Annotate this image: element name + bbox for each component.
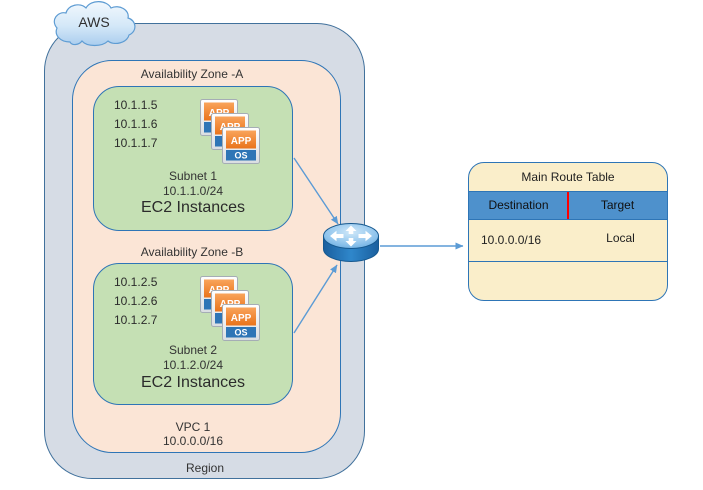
main-route-table: Main Route Table Destination Target 10.0… xyxy=(468,162,668,301)
router-icon xyxy=(323,223,379,262)
subnet-2-caption: EC2 Instances xyxy=(140,374,246,391)
route-target: Local xyxy=(606,231,635,245)
subnet-2-name: Subnet 2 xyxy=(168,343,218,357)
svg-text:APP: APP xyxy=(231,313,252,324)
column-header-destination: Destination xyxy=(488,198,549,212)
vpc-cidr: 10.0.0.0/16 xyxy=(162,434,224,448)
column-header-target: Target xyxy=(600,198,635,212)
az-a-label: Availability Zone -A xyxy=(140,67,244,81)
subnet-2-box: 10.1.2.5 10.1.2.6 10.1.2.7 APP OS APP xyxy=(93,263,293,405)
az-b-label: Availability Zone -B xyxy=(140,245,244,259)
route-table-header: Destination Target xyxy=(469,192,667,220)
aws-cloud-icon xyxy=(53,1,136,47)
subnet-1-caption: EC2 Instances xyxy=(140,199,246,216)
route-table-row: 10.0.0.0/16 Local xyxy=(469,220,667,262)
subnet-2-cidr: 10.1.2.0/24 xyxy=(162,358,224,372)
vpc-label-block: VPC 1 10.0.0.0/16 xyxy=(93,420,293,448)
ip-address: 10.1.2.5 xyxy=(114,275,158,289)
vpc-name: VPC 1 xyxy=(175,420,211,434)
region-label: Region xyxy=(185,461,225,475)
subnet-1-name: Subnet 1 xyxy=(168,169,218,183)
route-destination: 10.0.0.0/16 xyxy=(481,233,542,247)
svg-text:OS: OS xyxy=(234,151,247,161)
subnet-2-ip-list: 10.1.2.5 10.1.2.6 10.1.2.7 xyxy=(114,273,157,330)
ip-address: 10.1.1.6 xyxy=(114,117,158,131)
subnet-1-box: 10.1.1.5 10.1.1.6 10.1.1.7 APP OS xyxy=(93,86,293,231)
ip-address: 10.1.1.5 xyxy=(114,98,158,112)
ip-address: 10.1.1.7 xyxy=(114,136,158,150)
header-column-divider xyxy=(567,192,569,219)
svg-text:OS: OS xyxy=(234,328,247,338)
ip-address: 10.1.2.6 xyxy=(114,294,158,308)
aws-cloud-label: AWS xyxy=(78,14,110,30)
ec2-instances-icon: APP OS APP OS APP OS xyxy=(200,99,260,164)
svg-text:APP: APP xyxy=(231,136,252,147)
subnet-1-ip-list: 10.1.1.5 10.1.1.6 10.1.1.7 xyxy=(114,96,157,153)
ec2-instances-icon: APP OS APP OS APP OS xyxy=(200,276,260,341)
ip-address: 10.1.2.7 xyxy=(114,313,158,327)
route-table-title: Main Route Table xyxy=(469,163,667,192)
subnet-1-cidr: 10.1.1.0/24 xyxy=(162,184,224,198)
